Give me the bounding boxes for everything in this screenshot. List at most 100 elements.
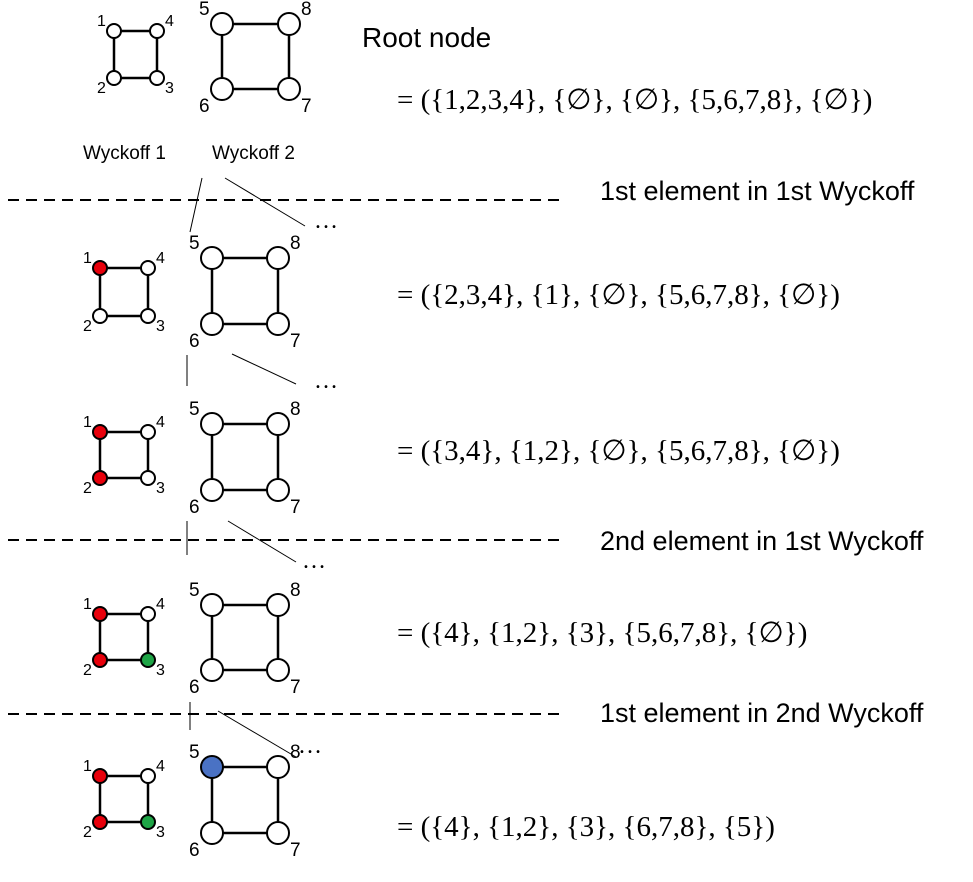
graph-node-4 (149, 23, 165, 39)
separator-label-1: 1st element in 1st Wyckoff (600, 176, 915, 206)
node-number-4: 4 (156, 596, 165, 613)
graph-node-5 (200, 412, 224, 436)
graph-node-2 (106, 70, 122, 86)
node-number-8: 8 (301, 0, 312, 20)
node-number-1: 1 (83, 250, 92, 267)
graph-row-3: 1 2 3 4 5 6 7 8 (83, 580, 301, 698)
node-number-8: 8 (290, 399, 301, 420)
node-number-5: 5 (189, 742, 200, 763)
graph-node-6 (200, 821, 224, 845)
graph-node-2 (92, 652, 108, 668)
node-number-2: 2 (83, 480, 92, 497)
ellipsis-4: … (298, 733, 322, 759)
tree-connectors (186, 177, 306, 758)
node-number-3: 3 (156, 480, 165, 497)
node-number-5: 5 (189, 399, 200, 420)
graph-node-7 (266, 821, 290, 845)
node-number-7: 7 (290, 840, 301, 861)
ellipsis-2: … (314, 368, 338, 394)
graph-node-8 (266, 246, 290, 270)
graph-node-6 (210, 77, 234, 101)
graph-node-3 (140, 308, 156, 324)
node-number-8: 8 (290, 580, 301, 601)
separator-label-2: 2nd element in 1st Wyckoff (600, 526, 924, 556)
graph-node-8 (277, 12, 301, 36)
graph-node-4 (140, 606, 156, 622)
graph-node-1 (92, 606, 108, 622)
graph-row-2: 1 2 3 4 5 6 7 8 (83, 399, 301, 518)
graph-node-6 (200, 478, 224, 502)
graph-node-1 (92, 424, 108, 440)
node-number-1: 1 (97, 13, 106, 30)
graph-node-3 (140, 814, 156, 830)
graph-node-4 (140, 424, 156, 440)
node-number-6: 6 (189, 677, 200, 698)
node-number-4: 4 (156, 250, 165, 267)
node-number-7: 7 (290, 677, 301, 698)
graph-node-4 (140, 260, 156, 276)
wyckoff-1-label: Wyckoff 1 (83, 143, 166, 164)
node-number-7: 7 (290, 331, 301, 352)
graph-node-2 (92, 470, 108, 486)
node-number-4: 4 (156, 758, 165, 775)
node-number-8: 8 (290, 233, 301, 254)
tree-edge-diagonal-1 (224, 177, 306, 227)
equation-step-1: = ({2,3,4}, {1}, {∅}, {5,6,7,8}, {∅}) (397, 279, 840, 311)
tree-edge-diagonal-4 (217, 710, 297, 758)
node-number-5: 5 (189, 580, 200, 601)
equation-step-4: = ({4}, {1,2}, {3}, {6,7,8}, {5}) (397, 811, 775, 843)
node-number-6: 6 (189, 840, 200, 861)
graph-node-8 (266, 755, 290, 779)
node-number-1: 1 (83, 758, 92, 775)
node-number-4: 4 (165, 13, 174, 30)
graph-node-2 (92, 308, 108, 324)
node-number-3: 3 (156, 662, 165, 679)
graph-node-7 (266, 658, 290, 682)
node-number-5: 5 (199, 0, 210, 20)
graph-node-2 (92, 814, 108, 830)
root-node-label: Root node (362, 22, 491, 53)
graph-row-0: 1 2 3 4 5 6 7 8 (97, 0, 312, 117)
node-number-7: 7 (301, 96, 312, 117)
node-number-7: 7 (290, 497, 301, 518)
tree-edge-diagonal-3 (227, 520, 297, 563)
wyckoff-2-label: Wyckoff 2 (212, 143, 295, 164)
separator-label-3: 1st element in 2nd Wyckoff (600, 698, 924, 728)
graph-node-3 (140, 470, 156, 486)
equation-step-3: = ({4}, {1,2}, {3}, {5,6,7,8}, {∅}) (397, 617, 807, 649)
node-number-5: 5 (189, 233, 200, 254)
graph-node-8 (266, 593, 290, 617)
equation-root: = ({1,2,3,4}, {∅}, {∅}, {5,6,7,8}, {∅}) (397, 84, 872, 116)
graph-node-3 (149, 70, 165, 86)
graph-node-1 (92, 260, 108, 276)
node-number-1: 1 (83, 596, 92, 613)
node-number-1: 1 (83, 414, 92, 431)
graph-node-4 (140, 768, 156, 784)
node-number-3: 3 (165, 80, 174, 97)
graph-node-1 (92, 768, 108, 784)
tree-edge-vertical-1 (189, 177, 203, 233)
node-number-2: 2 (83, 662, 92, 679)
graph-node-6 (200, 658, 224, 682)
ellipsis-3: … (302, 548, 326, 574)
graph-node-1 (106, 23, 122, 39)
graph-node-6 (200, 312, 224, 336)
node-number-4: 4 (156, 414, 165, 431)
node-number-2: 2 (83, 318, 92, 335)
ellipsis-1: … (314, 208, 338, 234)
graph-node-3 (140, 652, 156, 668)
graph-node-5 (200, 246, 224, 270)
node-number-6: 6 (189, 331, 200, 352)
node-number-2: 2 (97, 80, 106, 97)
node-number-6: 6 (189, 497, 200, 518)
graph-node-8 (266, 412, 290, 436)
node-number-6: 6 (199, 96, 210, 117)
node-number-3: 3 (156, 318, 165, 335)
tree-edge-diagonal-2 (231, 353, 297, 385)
graph-node-5 (200, 755, 224, 779)
node-number-8: 8 (290, 742, 301, 763)
node-number-2: 2 (83, 824, 92, 841)
equation-step-2: = ({3,4}, {1,2}, {∅}, {5,6,7,8}, {∅}) (397, 435, 840, 467)
